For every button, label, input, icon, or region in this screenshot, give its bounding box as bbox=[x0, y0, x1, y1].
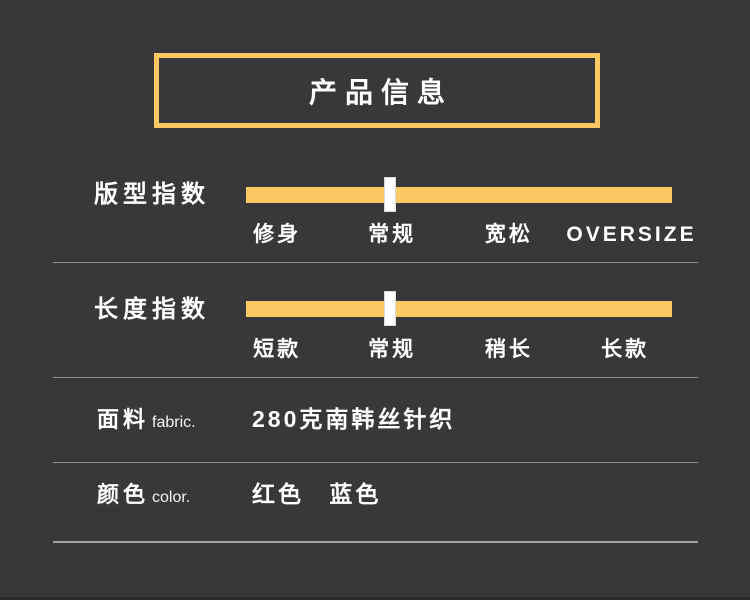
color-value: 红色 蓝色 bbox=[252, 482, 381, 507]
fabric-label-en: fabric. bbox=[152, 414, 196, 431]
fit-option-slim: 修身 bbox=[253, 223, 302, 246]
fit-option-regular: 常规 bbox=[368, 223, 417, 246]
fabric-label: 面料 fabric. bbox=[97, 407, 196, 432]
length-option-longer: 稍长 bbox=[484, 338, 533, 361]
length-index-label: 长度指数 bbox=[94, 296, 210, 323]
divider bbox=[53, 462, 698, 463]
divider-bottom bbox=[53, 541, 698, 543]
fabric-label-cn: 面料 bbox=[97, 407, 150, 432]
color-label-cn: 颜色 bbox=[97, 482, 150, 507]
color-value-blue: 蓝色 bbox=[329, 481, 382, 507]
fit-option-oversize: OVERSIZE bbox=[566, 223, 697, 246]
fit-index-handle[interactable] bbox=[383, 177, 396, 212]
fabric-value: 280克南韩丝针织 bbox=[252, 406, 456, 432]
length-index-track[interactable] bbox=[246, 291, 672, 326]
fit-index-track[interactable] bbox=[246, 177, 672, 212]
length-index-handle[interactable] bbox=[383, 291, 396, 326]
length-option-short: 短款 bbox=[253, 338, 302, 361]
fit-index-label: 版型指数 bbox=[94, 181, 210, 208]
length-index-options: 短款 常规 稍长 长款 bbox=[246, 337, 672, 363]
length-option-long: 长款 bbox=[601, 338, 650, 361]
fit-option-loose: 宽松 bbox=[484, 223, 533, 246]
color-label-en: color. bbox=[152, 489, 191, 506]
product-info-title-box: 产品信息 bbox=[154, 53, 600, 128]
product-info-title: 产品信息 bbox=[308, 76, 453, 108]
fit-index-options: 修身 常规 宽松 OVERSIZE bbox=[246, 222, 694, 248]
bottom-edge-strip bbox=[0, 597, 750, 600]
color-label: 颜色 color. bbox=[97, 482, 190, 507]
divider bbox=[53, 262, 698, 263]
divider bbox=[53, 377, 698, 378]
color-value-red: 红色 bbox=[252, 481, 304, 507]
length-option-regular: 常规 bbox=[368, 338, 417, 361]
